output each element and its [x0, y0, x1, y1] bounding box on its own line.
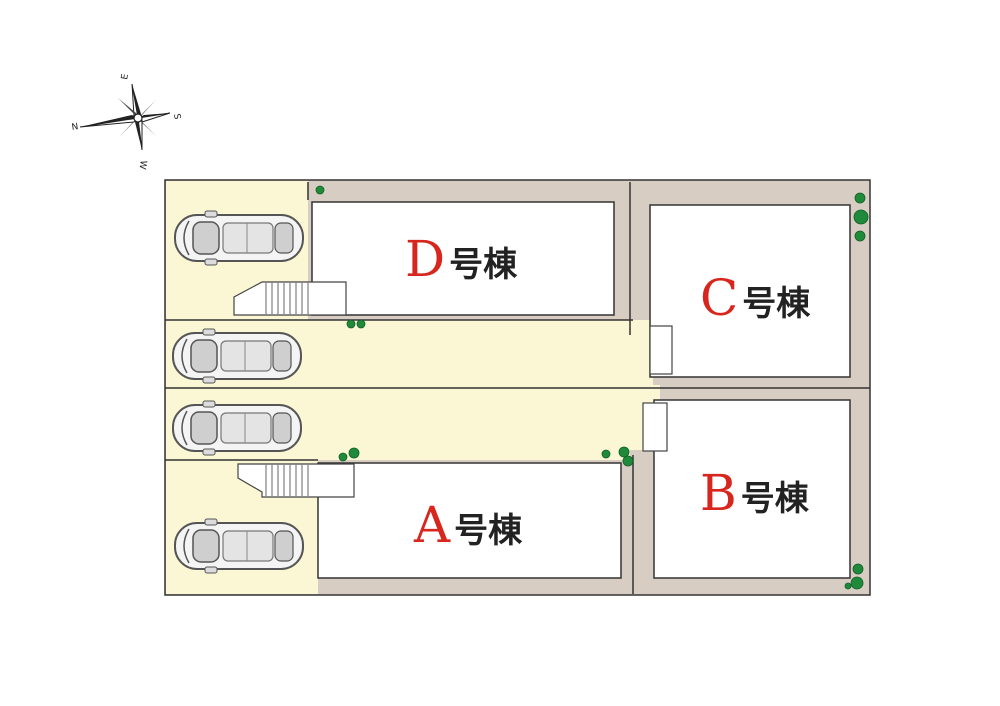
compass-south-label: S: [171, 113, 182, 120]
tree-icon: [315, 185, 325, 195]
building-a-letter: A: [413, 496, 451, 554]
building-a-suffix: 号棟: [454, 511, 523, 551]
tree-icon: [853, 209, 869, 225]
building-d: [311, 201, 615, 316]
tree-icon: [850, 576, 864, 590]
tree-icon: [618, 446, 630, 458]
building-b-suffix: 号棟: [741, 479, 810, 519]
car-parking-1: [172, 328, 302, 384]
tree-icon: [601, 449, 611, 459]
trees: [315, 185, 869, 590]
porch-c: [649, 325, 673, 375]
tree-icon: [356, 319, 366, 329]
building-b: [653, 399, 851, 579]
tree-icon: [338, 452, 348, 462]
building-b-letter: B: [700, 464, 737, 522]
compass-north-label: N: [71, 122, 79, 133]
compass-rose: N E S W: [71, 73, 182, 170]
building-a: [317, 462, 622, 579]
tree-icon: [854, 230, 866, 242]
building-d-letter: D: [405, 230, 445, 288]
compass-east-label: E: [120, 73, 131, 81]
car-parking-d: [174, 210, 304, 266]
building-c-suffix: 号棟: [742, 284, 811, 324]
tree-icon: [346, 319, 356, 329]
building-d-suffix: 号棟: [449, 245, 518, 285]
tree-icon: [844, 582, 852, 590]
porch-b: [642, 402, 668, 452]
building-c: [649, 204, 851, 378]
tree-icon: [622, 455, 634, 467]
tree-icon: [852, 563, 864, 575]
tree-icon: [348, 447, 360, 459]
stairs-d: [233, 281, 347, 316]
car-parking-a: [174, 518, 304, 574]
compass-west-label: W: [136, 159, 147, 170]
car-parking-2: [172, 400, 302, 456]
stairs-a: [237, 463, 355, 498]
building-c-letter: C: [700, 269, 738, 327]
lot-lines: [165, 182, 870, 594]
tree-icon: [854, 192, 866, 204]
